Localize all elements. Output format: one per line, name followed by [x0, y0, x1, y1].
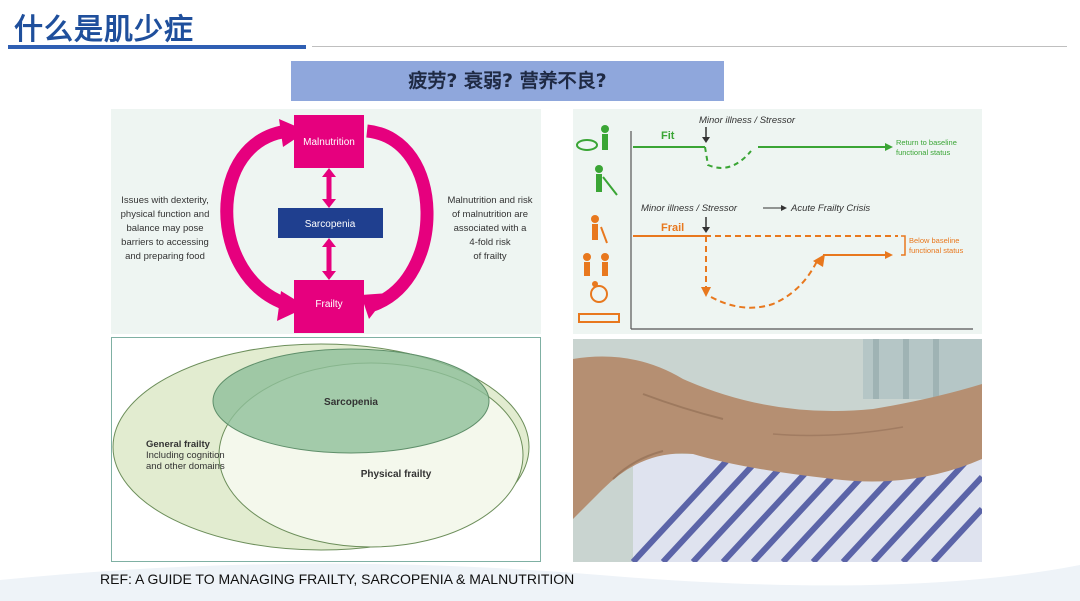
return-label-1: Return to baseline: [896, 138, 957, 147]
leg-photo: [573, 339, 982, 562]
cycle-diagram: Malnutrition Sarcopenia Frailty Issues w…: [111, 109, 541, 334]
fit-person-icon: [601, 125, 609, 133]
stressor1-label: Minor illness / Stressor: [699, 115, 796, 126]
trajectory-diagram: Fit Minor illness / Stressor Return to b…: [573, 109, 982, 334]
reference-text: REF: A GUIDE TO MANAGING FRAILTY, SARCOP…: [100, 571, 574, 587]
below-label-1: Below baseline: [909, 236, 959, 245]
left-caption: Issues with dexterity, physical function…: [121, 195, 210, 262]
svg-text:Malnutrition and risk: Malnutrition and risk: [447, 195, 532, 206]
elderly-cane-icon: [591, 215, 599, 223]
svg-text:associated with a: associated with a: [454, 223, 528, 234]
frailty-label: Frailty: [315, 299, 342, 310]
sarcopenia-label: Sarcopenia: [305, 219, 356, 230]
svg-text:balance may pose: balance may pose: [126, 223, 203, 234]
question-banner-text: 疲劳? 衰弱? 营养不良?: [291, 61, 724, 101]
assisted-walking-icon: [583, 253, 591, 261]
venn-sarcopenia-label: Sarcopenia: [324, 397, 378, 408]
svg-text:4-fold risk: 4-fold risk: [469, 237, 510, 248]
walking-person-icon: [595, 165, 603, 173]
title-underline: [8, 45, 306, 49]
svg-text:Issues with dexterity,: Issues with dexterity,: [121, 195, 208, 206]
title-divider: [312, 46, 1067, 47]
svg-text:and preparing food: and preparing food: [125, 251, 205, 262]
page-title: 什么是肌少症: [14, 6, 194, 48]
svg-text:Including cognition: Including cognition: [146, 450, 225, 461]
venn-diagram: Sarcopenia Physical frailty General frai…: [111, 337, 541, 562]
stressor2-label: Minor illness / Stressor: [641, 203, 738, 214]
below-label-2: functional status: [909, 246, 963, 255]
venn-physical-label: Physical frailty: [361, 469, 432, 480]
svg-text:of frailty: of frailty: [473, 251, 507, 262]
frail-label: Frail: [661, 222, 684, 234]
svg-text:General frailty: General frailty: [146, 439, 211, 450]
fit-label: Fit: [661, 130, 675, 142]
svg-text:of malnutrition are: of malnutrition are: [452, 209, 528, 220]
svg-text:barriers to accessing: barriers to accessing: [121, 237, 209, 248]
svg-text:and other domains: and other domains: [146, 461, 225, 472]
crisis-label: Acute Frailty Crisis: [790, 203, 870, 214]
svg-text:physical function and: physical function and: [121, 209, 210, 220]
return-label-2: functional status: [896, 148, 950, 157]
malnutrition-label: Malnutrition: [303, 137, 355, 148]
